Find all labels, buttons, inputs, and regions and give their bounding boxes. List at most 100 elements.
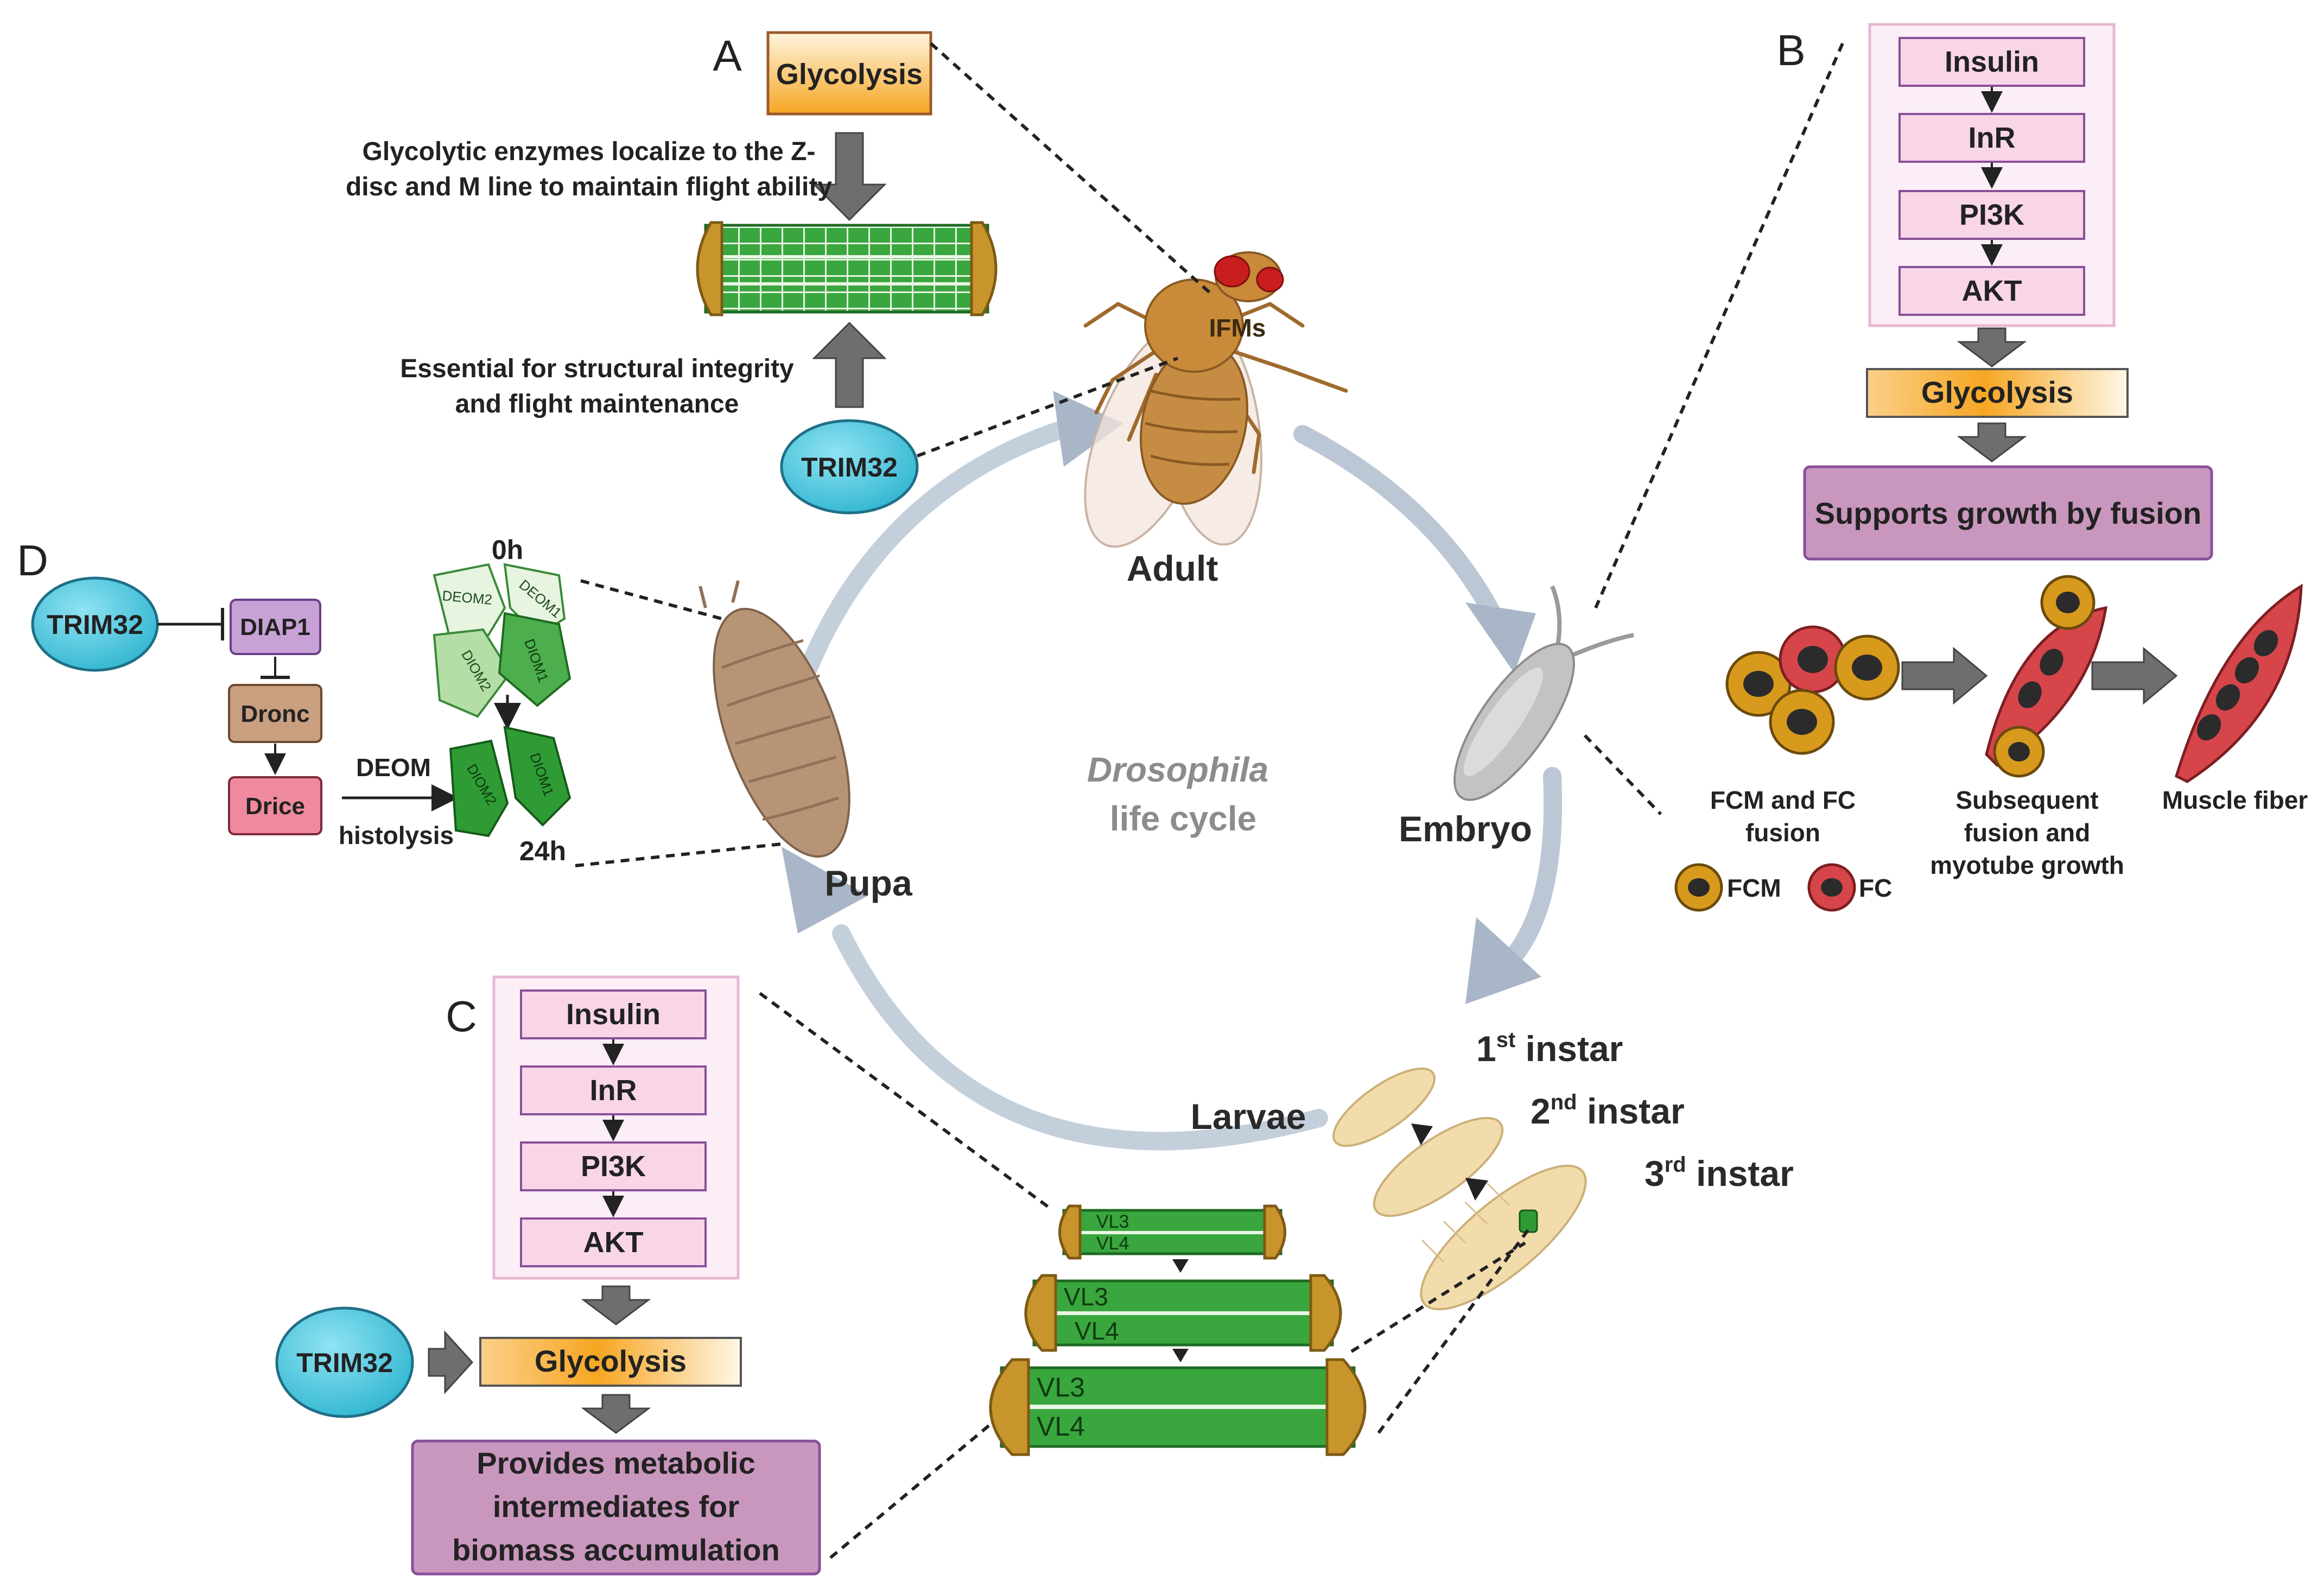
panel-a-text-top-2: disc and M line to maintain flight abili… <box>346 173 832 201</box>
panel-c-trim32-arrow <box>428 1330 474 1394</box>
cycle-arrowhead-pupa <box>782 847 868 934</box>
stage-label-embryo: Embryo <box>1399 809 1532 849</box>
panel-b-akt: AKT <box>1962 275 2022 307</box>
larva-3rd <box>1420 1164 1587 1311</box>
larvae-illustration <box>1332 1067 1587 1311</box>
legend-fc-label: FC <box>1859 874 1892 902</box>
panel-b-letter: B <box>1776 26 1805 74</box>
cycle-arrowhead-larvae <box>1465 917 1541 1004</box>
panel-b-glycolysis-label: Glycolysis <box>1921 375 2073 409</box>
panel-c-muscle-small: VL3 VL4 <box>1058 1204 1286 1260</box>
larva-2nd <box>1373 1116 1504 1217</box>
panel-b-subsequent-3: myotube growth <box>1930 851 2124 879</box>
panel-d-diap1-label: DIAP1 <box>240 614 310 640</box>
fly-abdomen-stripes <box>1145 389 1241 466</box>
panel-b-inr: InR <box>1969 122 2016 154</box>
panel-b-muscle-fiber-label: Muscle fiber <box>2162 786 2308 814</box>
ifms-label: IFMs <box>1209 314 1266 342</box>
panel-d-muscles-24h: DIOM2 DIOM1 <box>449 726 572 837</box>
life-cycle-arrows <box>782 391 1563 1151</box>
panel-c-muscle-large: VL3 VL4 <box>989 1358 1367 1456</box>
instar-arrow-1 <box>1411 1124 1433 1145</box>
panel-b-arrow-2 <box>1957 422 2027 462</box>
panel-a: A Glycolysis Glycolytic enzymes localize… <box>346 31 1211 515</box>
panel-a-muscle-cap-right <box>970 221 998 316</box>
panel-d-drice-box <box>228 776 322 835</box>
panel-c-muscle-arrow-2 <box>1172 1349 1189 1362</box>
embryo-illustration <box>1453 585 1634 801</box>
panel-a-letter: A <box>713 31 742 80</box>
cycle-arrow-embryo-to-larvae <box>1505 767 1563 964</box>
muscle-medium-vl4: VL4 <box>1075 1317 1119 1345</box>
panel-c-muscle-arrow-1 <box>1172 1259 1189 1273</box>
panel-b-fusion-arrow-1 <box>1901 646 1988 705</box>
panel-a-glycolysis-label: Glycolysis <box>776 58 923 91</box>
panel-c-akt: AKT <box>583 1226 644 1259</box>
muscle-small-vl4: VL4 <box>1096 1233 1129 1254</box>
panel-d-histolysis-label: histolysis <box>339 821 454 849</box>
fly-eye-right <box>1256 266 1284 293</box>
cycle-title-italic: Drosophila <box>1087 750 1268 789</box>
panel-c-trim32 <box>275 1306 414 1418</box>
panel-b-fusion-cells <box>1725 625 1900 755</box>
stage-label-larvae: Larvae <box>1191 1096 1306 1137</box>
panel-a-text-bottom-2: and flight maintenance <box>455 390 739 418</box>
stage-label-pupa: Pupa <box>824 863 913 903</box>
panel-c-outcome-2: intermediates for <box>493 1489 739 1524</box>
fly-eye-left <box>1214 255 1250 288</box>
instar-labels: 1st instar 2nd instar 3rd instar <box>1476 1028 1794 1194</box>
panel-b-fusion-arrow-2 <box>2091 646 2178 705</box>
panel-b-glycolysis-box <box>1866 368 2129 418</box>
panel-a-ifm-muscle <box>696 221 998 316</box>
panel-b-muscle-fiber <box>2174 583 2303 783</box>
panel-c: C Insulin InR PI3K AKT TRIM32 Glycolysis… <box>275 975 1532 1576</box>
panel-c-arrow-2 <box>581 1394 651 1434</box>
panel-d-dronc-label: Dronc <box>240 701 309 727</box>
panel-c-muscle-medium: VL3 VL4 <box>1024 1274 1342 1352</box>
panel-b-pi3k: PI3K <box>1959 199 2024 231</box>
panel-b-outcome-box <box>1803 465 2213 561</box>
panel-b: B Insulin InR PI3K AKT Glycolysis Suppor… <box>1583 23 2308 912</box>
cycle-arrow-larvae-to-pupa <box>832 924 1328 1151</box>
panel-b-fusion-label-1: FCM and FC <box>1710 786 1856 814</box>
muscle-small-vl3: VL3 <box>1096 1211 1129 1232</box>
panel-b-legend: FCM FC <box>1674 863 1892 912</box>
cycle-arrow-adult-to-embryo <box>1293 425 1507 633</box>
panel-c-outcome-box <box>411 1439 821 1576</box>
panel-c-arrow-1 <box>581 1285 651 1325</box>
panel-b-outcome-label: Supports growth by fusion <box>1815 496 2201 530</box>
panel-c-glycolysis-box <box>479 1337 742 1387</box>
cycle-arrowhead-embryo <box>1465 602 1536 673</box>
panel-c-outcome-3: biomass accumulation <box>452 1533 780 1567</box>
panel-d-dronc-box <box>228 684 322 743</box>
panel-b-subsequent-1: Subsequent <box>1955 786 2098 814</box>
muscle-medium-vl3: VL3 <box>1064 1283 1108 1311</box>
panel-d-muscles-0h: DEOM2 DEOM1 DIOM2 DIOM1 <box>433 563 572 718</box>
panel-a-trim32 <box>780 419 919 515</box>
panel-a-arrow-up <box>812 321 887 408</box>
muscle-large-vl3: VL3 <box>1037 1372 1085 1402</box>
panel-b-subsequent-2: fusion and <box>1964 818 2091 847</box>
instar-label-2: 2nd instar <box>1531 1090 1685 1131</box>
panel-a-glycolysis-box <box>766 31 932 116</box>
panel-a-trim32-label: TRIM32 <box>801 452 898 483</box>
panel-c-pi3k: PI3K <box>581 1150 646 1183</box>
cycle-arrow-pupa-to-adult <box>799 420 1073 677</box>
panel-d-time-end: 24h <box>519 836 566 866</box>
panel-a-text-top-1: Glycolytic enzymes localize to the Z- <box>363 137 816 166</box>
panel-d: D TRIM32 DIAP1 Dronc Drice DEOM histolys… <box>17 535 782 867</box>
panel-c-trim32-label: TRIM32 <box>296 1348 393 1378</box>
panel-d-drice-label: Drice <box>245 793 305 820</box>
instar-label-3: 3rd instar <box>1644 1153 1794 1194</box>
pupa-body <box>713 607 850 858</box>
panel-b-myotube <box>1985 575 2108 778</box>
muscle-large-vl4: VL4 <box>1037 1411 1085 1442</box>
panel-c-outcome-1: Provides metabolic <box>477 1446 755 1480</box>
panel-d-diap1-box <box>230 599 321 655</box>
stage-label-adult: Adult <box>1127 548 1218 588</box>
panel-d-time-start: 0h <box>492 535 523 565</box>
panel-b-fusion-label-2: fusion <box>1745 818 1820 847</box>
panel-b-pathway: Insulin InR PI3K AKT <box>1898 37 2085 316</box>
